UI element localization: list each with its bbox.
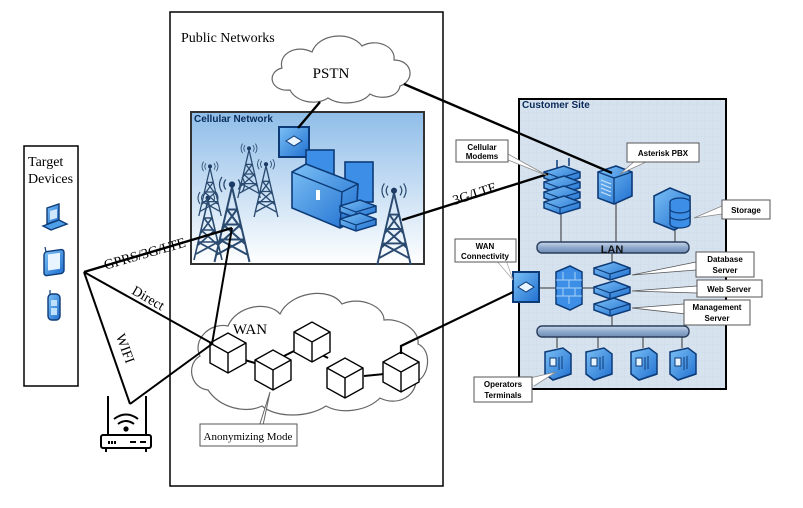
- phone-icon: [47, 290, 61, 321]
- pstn-label: PSTN: [313, 66, 350, 82]
- operators-terminals-callout-2: Terminals: [484, 391, 522, 400]
- database-server-callout-2: Server: [713, 266, 738, 275]
- target-devices-title-2: Devices: [28, 172, 73, 187]
- terminal-bus: [536, 325, 690, 338]
- lan-label: LAN: [601, 244, 624, 256]
- connection-lines: [83, 82, 613, 405]
- wifi-router-icon: [100, 396, 152, 452]
- target-devices-title-1: Target: [28, 155, 63, 170]
- pstn-cloud: PSTN: [271, 35, 411, 104]
- cellular-modems-callout-2: Modems: [466, 152, 499, 161]
- wan-gateway-icon: [512, 271, 540, 303]
- storage-callout: Storage: [731, 206, 761, 215]
- asterisk-pbx-callout: Asterisk PBX: [638, 149, 689, 158]
- web-server-callout: Web Server: [707, 285, 751, 294]
- public-networks-title: Public Networks: [181, 31, 275, 46]
- lan-bus: [536, 241, 690, 254]
- cellular-modems-callout-1: Cellular: [467, 143, 496, 152]
- laptop-icon: [41, 203, 69, 231]
- firewall-icon: [555, 265, 583, 311]
- cellular-network-panel: Cellular Network: [190, 111, 425, 266]
- tablet-icon: [43, 246, 65, 277]
- cellular-gateway-icon: [278, 126, 310, 158]
- operator-terminal-icon: [630, 347, 658, 381]
- management-server-callout-2: Server: [705, 314, 730, 323]
- operator-terminal-icon: [585, 347, 613, 381]
- 3g-lte-link-label: 3G/LTE: [451, 181, 499, 209]
- data-center-icon: [291, 149, 377, 232]
- storage-icon: [653, 187, 691, 231]
- cellular-network-title: Cellular Network: [194, 114, 273, 125]
- wan-connectivity-callout-2: Connectivity: [461, 252, 510, 261]
- cellular-modems-icon: [543, 158, 581, 215]
- operators-terminals-callout-1: Operators: [484, 380, 523, 389]
- database-server-callout-1: Database: [707, 255, 743, 264]
- direct-link-label: Direct: [129, 284, 167, 315]
- management-server-callout-1: Management: [693, 303, 742, 312]
- target-devices-panel: Target Devices: [23, 145, 79, 387]
- wan-connectivity-callout-1: WAN: [476, 242, 495, 251]
- wan-label: WAN: [233, 322, 267, 338]
- customer-site-title: Customer Site: [522, 100, 590, 111]
- operator-terminal-icon: [669, 347, 697, 381]
- anonymizing-mode-callout: Anonymizing Mode: [204, 431, 293, 443]
- callouts: Cellular Modems Asterisk PBX Storage WAN…: [454, 139, 771, 403]
- asterisk-pbx-icon: [597, 165, 633, 205]
- wan-cloud: WAN Anonymizing Mode: [191, 292, 429, 447]
